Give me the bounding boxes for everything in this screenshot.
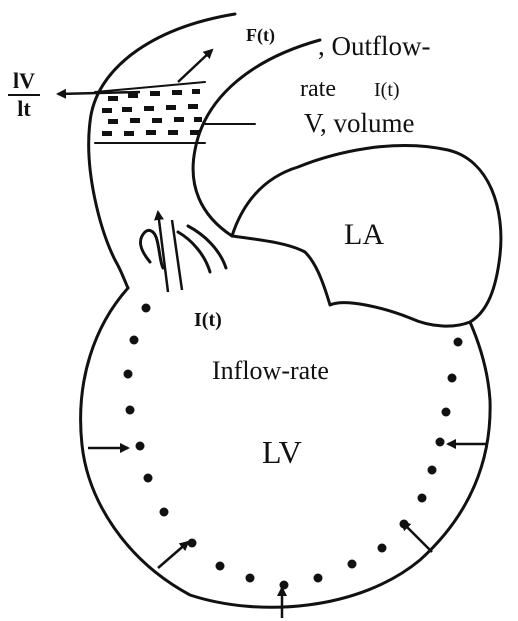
inflow-arrow-guide (172, 220, 182, 290)
outflow-rate-symbol: I(t) (374, 80, 400, 100)
derivative-arrow (58, 92, 140, 94)
volume-derivative-label: lV lt (8, 70, 40, 120)
control-volume-hatching (102, 89, 202, 136)
inflow-symbol: I(t) (194, 310, 222, 330)
flux-label: F(t) (246, 26, 275, 44)
derivative-numerator: lV (13, 68, 35, 93)
aortic-root-left (89, 122, 128, 288)
control-volume-top (95, 82, 205, 92)
aorta-inner-wall (193, 40, 320, 236)
outflow-arrow (178, 50, 212, 82)
left-atrium-label: LA (344, 220, 384, 250)
derivative-denominator: lt (17, 96, 30, 121)
inflow-rate-label: Inflow-rate (212, 358, 329, 384)
volume-label: V, volume (304, 110, 415, 137)
outflow-label-line2: rate (300, 77, 336, 101)
septal-notch (140, 230, 163, 268)
outflow-label-line1: , Outflow- (318, 33, 430, 60)
left-ventricle-label: LV (262, 436, 302, 468)
wall-arrow-bottom-left (158, 542, 188, 568)
